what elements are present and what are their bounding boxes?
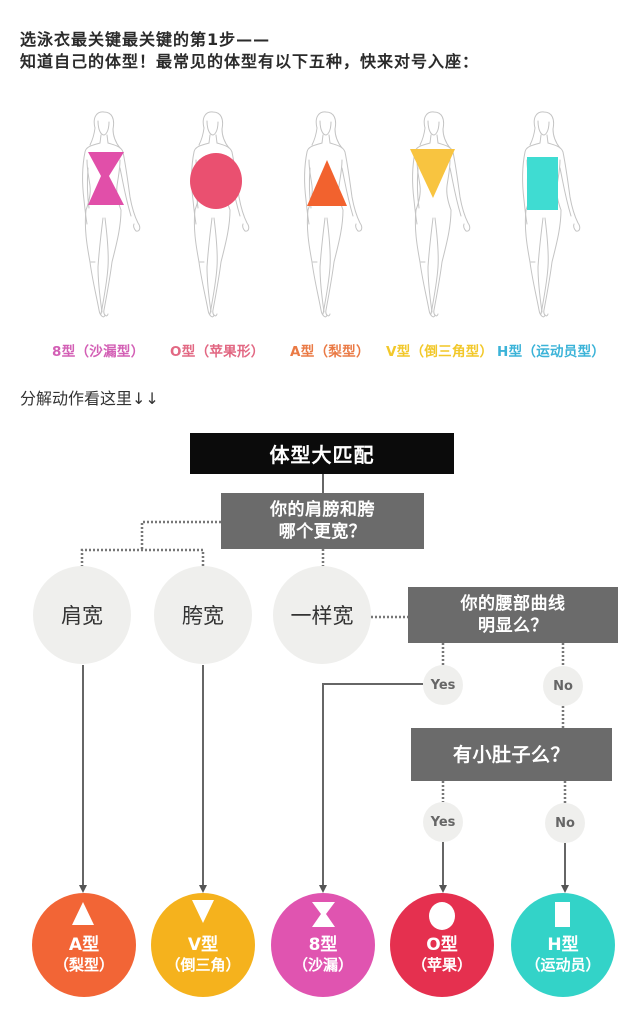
answer-hip-wider: 胯宽 — [154, 566, 252, 664]
result-type: O型 — [426, 935, 458, 955]
result-name: （倒三角） — [165, 956, 241, 974]
triangle-up-shape-icon — [307, 160, 347, 206]
flowchart-title-text: 体型大匹配 — [269, 443, 375, 467]
result-8-type: 8型 （沙漏） — [271, 893, 375, 997]
figure-label-v: V型（倒三角型） — [386, 344, 494, 360]
result-a-type: A型 （梨型） — [32, 893, 136, 997]
arrow-down-icon — [561, 885, 569, 893]
triangle-down-shape-icon — [410, 149, 455, 198]
figure-label-o: O型（苹果形） — [170, 344, 265, 360]
no-label: No — [555, 815, 575, 831]
question-shoulder-hip: 你的肩膀和胯 哪个更宽？ — [221, 493, 424, 549]
body-shape-figures-illustration — [82, 111, 581, 318]
figure-label-a: A型（梨型） — [290, 344, 370, 360]
question-text: 有小肚子么？ — [452, 743, 570, 766]
rectangle-shape-icon — [527, 157, 558, 210]
result-name: （苹果） — [411, 956, 472, 974]
belly-yes-node: Yes — [423, 802, 463, 842]
figure-label-8: 8型（沙漏型） — [52, 344, 145, 360]
result-name: （梨型） — [53, 956, 114, 974]
circle-shape-icon — [190, 153, 242, 209]
connector-waist-yes — [322, 683, 423, 886]
hourglass-icon — [312, 902, 335, 927]
flowchart-title: 体型大匹配 — [190, 433, 454, 474]
answer-shoulder-wider: 肩宽 — [33, 566, 131, 664]
triangle-up-icon — [72, 902, 94, 925]
waist-no-node: No — [543, 666, 583, 706]
result-name: （运动员） — [525, 956, 601, 974]
circle-icon — [429, 902, 455, 930]
intro-line-1: 选泳衣最关键最关键的第1步—— — [20, 30, 271, 49]
figure-label-h: H型（运动员型） — [497, 344, 606, 360]
result-type: V型 — [187, 935, 219, 955]
arrow-down-icon — [319, 885, 327, 893]
yes-label: Yes — [430, 677, 456, 693]
result-o-type: O型 （苹果） — [390, 893, 494, 997]
dotted-connector-q1-left — [140, 520, 221, 550]
result-type: H型 — [547, 935, 579, 955]
question-line-2: 哪个更宽？ — [278, 522, 367, 542]
answer-label: 肩宽 — [61, 604, 103, 628]
answer-label: 一样宽 — [290, 604, 354, 628]
belly-no-node: No — [545, 803, 585, 843]
arrow-down-icon — [199, 885, 207, 893]
yes-label: Yes — [430, 814, 456, 830]
arrow-down-icon — [439, 885, 447, 893]
question-line-1: 你的肩膀和胯 — [270, 500, 375, 520]
dotted-connector-branch — [80, 548, 205, 567]
question-line-1: 你的腰部曲线 — [460, 594, 566, 614]
triangle-down-icon — [192, 900, 214, 923]
result-type: A型 — [68, 935, 100, 955]
arrow-down-icon — [79, 885, 87, 893]
section-heading: 分解动作看这里↓↓ — [20, 389, 159, 408]
hourglass-shape-icon — [88, 152, 124, 205]
answer-same-width: 一样宽 — [273, 566, 371, 664]
result-v-type: V型 （倒三角） — [151, 893, 255, 997]
result-type: 8型 — [308, 935, 338, 955]
rectangle-icon — [555, 902, 570, 927]
question-waist-curve: 你的腰部曲线 明显么？ — [408, 587, 618, 643]
no-label: No — [553, 678, 573, 694]
waist-yes-node: Yes — [423, 665, 463, 705]
question-line-2: 明显么？ — [478, 616, 548, 636]
answer-label: 胯宽 — [182, 604, 224, 628]
question-belly: 有小肚子么？ — [411, 728, 612, 781]
result-name: （沙漏） — [292, 956, 353, 974]
intro-line-2: 知道自己的体型！最常见的体型有以下五种，快来对号入座： — [20, 52, 480, 71]
result-h-type: H型 （运动员） — [511, 893, 615, 997]
